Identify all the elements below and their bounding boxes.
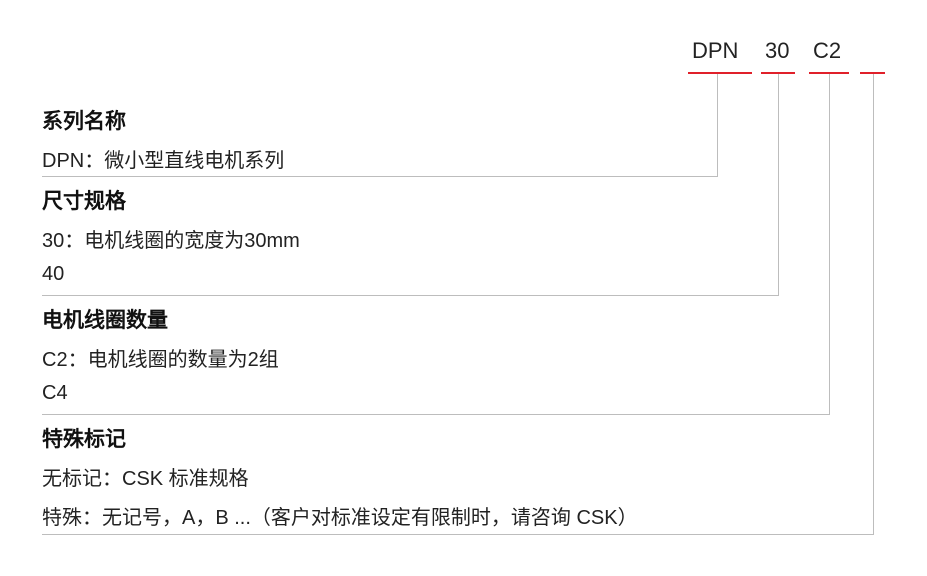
underline-coils bbox=[809, 72, 849, 74]
special-mark-line-2: 特殊：无记号，A，B ...（客户对标准设定有限制时，请咨询 CSK） bbox=[42, 507, 638, 529]
coil-count-line-1: C2：电机线圈的数量为2组 bbox=[42, 349, 279, 371]
coil-count-heading: 电机线圈数量 bbox=[42, 309, 168, 332]
connector-series-vertical bbox=[717, 74, 718, 176]
special-mark-line-1: 无标记：CSK 标准规格 bbox=[42, 468, 249, 490]
series-name-heading: 系列名称 bbox=[42, 110, 126, 133]
code-part-coils: C2 bbox=[813, 38, 842, 63]
connector-coils-vertical bbox=[829, 74, 830, 414]
series-name-line-1: DPN：微小型直线电机系列 bbox=[42, 150, 285, 172]
connector-series-horizontal bbox=[42, 176, 718, 177]
underline-special bbox=[860, 72, 885, 74]
coil-count-line-2: C4 bbox=[42, 382, 68, 404]
size-line-2: 40 bbox=[42, 263, 65, 285]
connector-special-vertical bbox=[873, 74, 874, 534]
underline-size bbox=[761, 72, 795, 74]
connector-size-horizontal bbox=[42, 295, 779, 296]
code-part-series: DPN bbox=[692, 38, 739, 63]
size-heading: 尺寸规格 bbox=[42, 190, 126, 213]
code-part-size: 30 bbox=[765, 38, 790, 63]
connector-coils-horizontal bbox=[42, 414, 830, 415]
special-mark-heading: 特殊标记 bbox=[42, 428, 126, 451]
underline-series bbox=[688, 72, 752, 74]
size-line-1: 30：电机线圈的宽度为30mm bbox=[42, 230, 300, 252]
connector-special-horizontal bbox=[42, 534, 874, 535]
connector-size-vertical bbox=[778, 74, 779, 295]
